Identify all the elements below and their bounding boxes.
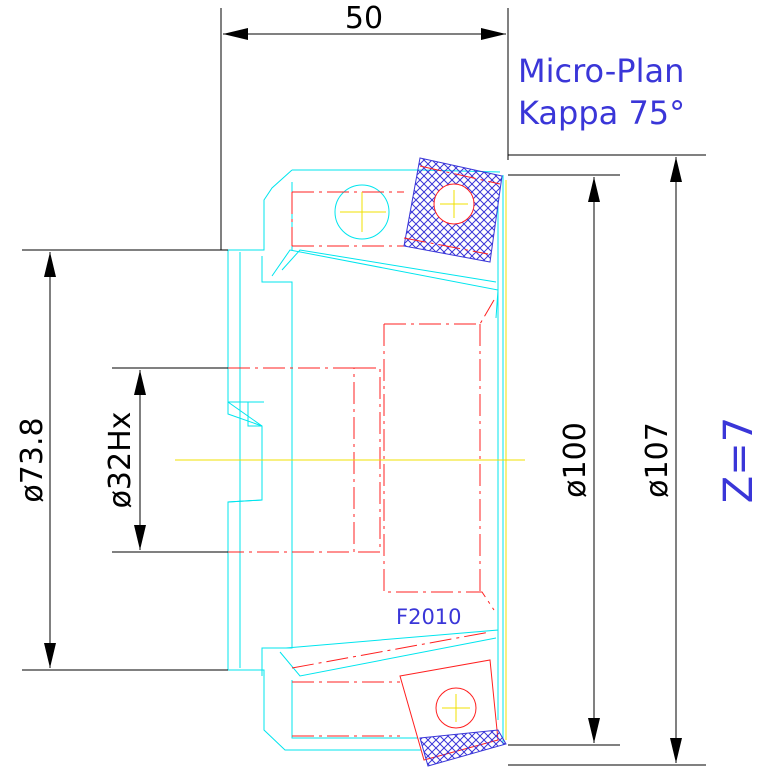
dimension-dia-32hx: ø32Hx xyxy=(103,367,228,553)
dimension-dia-100: ø100 xyxy=(508,174,620,746)
teeth-count-label: Z=7 xyxy=(716,417,762,503)
bottom-insert xyxy=(399,659,507,767)
center-lines xyxy=(175,180,525,740)
top-insert xyxy=(403,157,503,263)
dimension-73-8-label: ø73.8 xyxy=(15,417,50,502)
dimension-50-label: 50 xyxy=(345,1,383,36)
part-code-label: F2010 xyxy=(396,605,462,629)
dimension-dia-73-8: ø73.8 xyxy=(15,249,228,671)
dimension-107-label: ø107 xyxy=(640,422,675,498)
brand-line-2: Kappa 75° xyxy=(518,94,685,132)
brand-line-1: Micro-Plan xyxy=(518,52,684,90)
dimension-dia-107: ø107 xyxy=(508,154,706,766)
dimension-width-50: 50 xyxy=(220,1,509,250)
dimension-32hx-label: ø32Hx xyxy=(103,412,138,509)
hidden-lines xyxy=(228,191,495,737)
dimension-100-label: ø100 xyxy=(558,422,593,498)
